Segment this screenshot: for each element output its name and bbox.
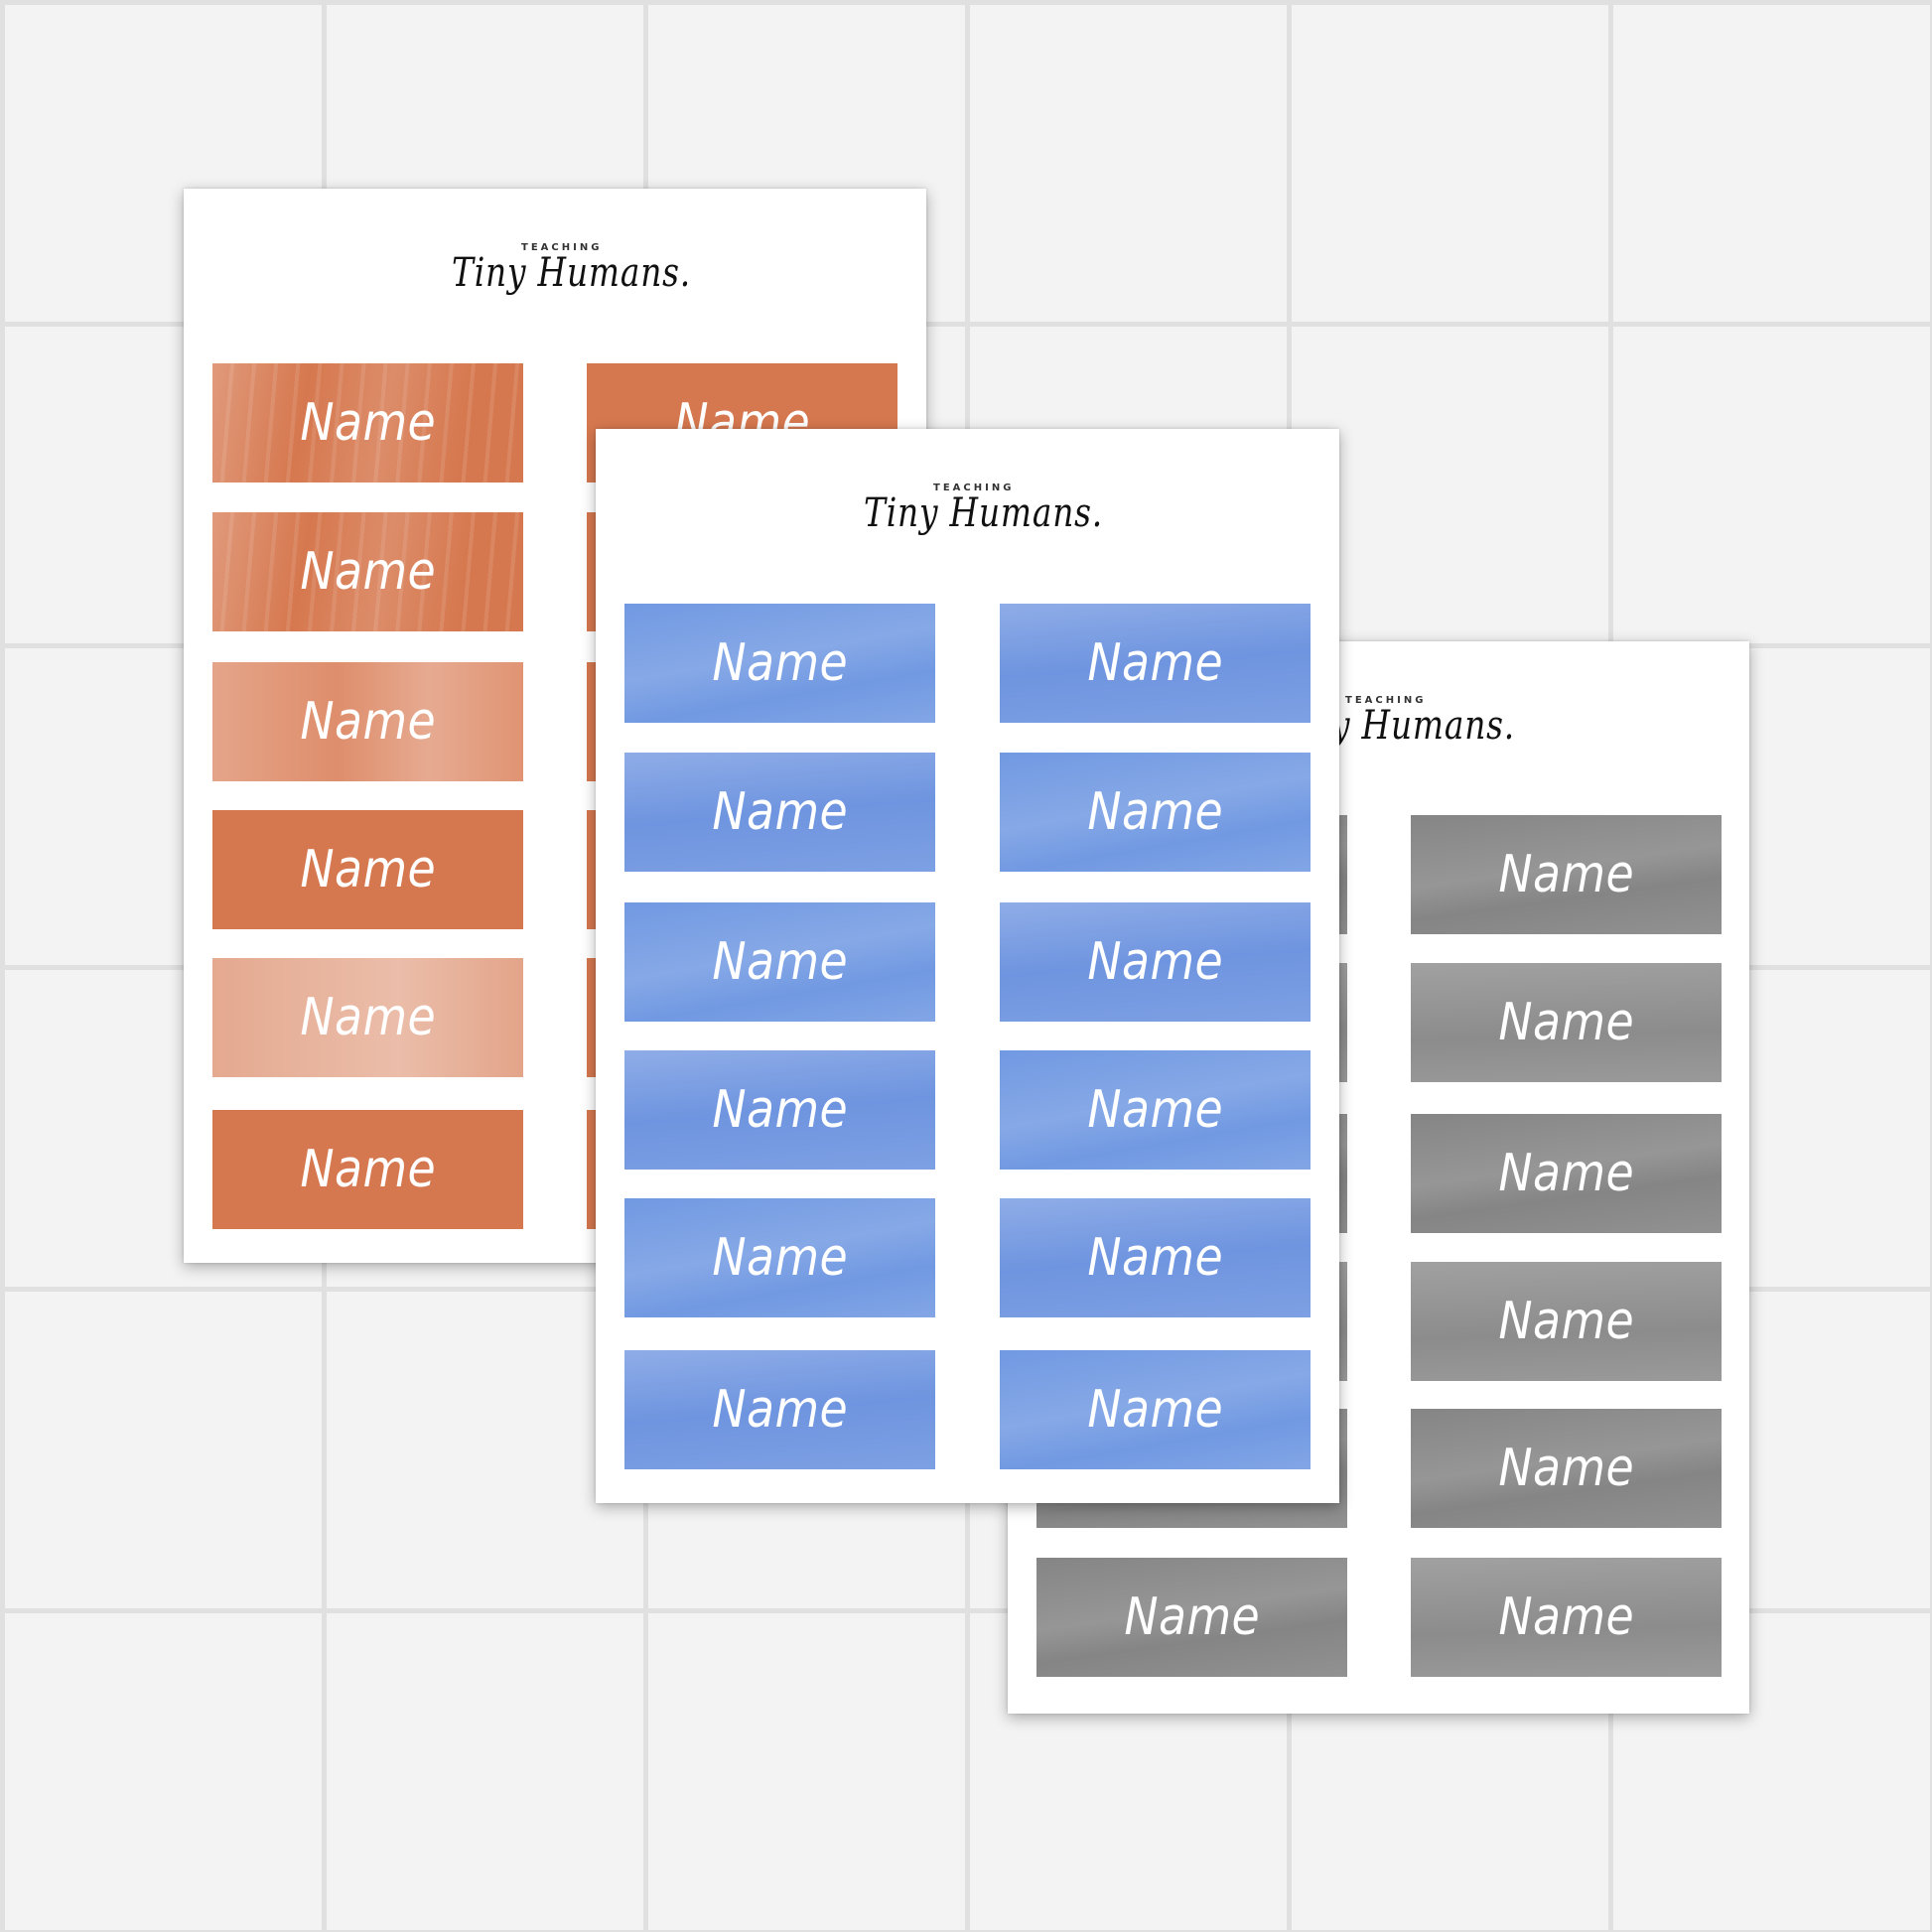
- name-label: Name: [624, 902, 935, 1022]
- teaching-tiny-humans-logo: TEACHING Tiny Humans.: [864, 483, 1102, 572]
- name-label-text: Name: [1087, 782, 1223, 842]
- name-label-text: Name: [1498, 1439, 1634, 1498]
- name-label: Name: [1000, 1050, 1311, 1170]
- name-label: Name: [212, 512, 523, 631]
- name-label-text: Name: [300, 1140, 436, 1199]
- name-label-text: Name: [1087, 932, 1223, 992]
- name-label-text: Name: [1498, 1587, 1634, 1647]
- name-label: Name: [212, 810, 523, 929]
- name-label: Name: [1036, 1558, 1347, 1677]
- name-label-text: Name: [1498, 845, 1634, 904]
- name-label: Name: [1000, 753, 1311, 872]
- name-label: Name: [624, 753, 935, 872]
- name-label-text: Name: [300, 393, 436, 453]
- name-label-text: Name: [1087, 1228, 1223, 1288]
- name-label: Name: [1411, 963, 1722, 1082]
- name-label: Name: [624, 1350, 935, 1469]
- name-label: Name: [624, 1198, 935, 1317]
- name-label: Name: [212, 662, 523, 781]
- logo-small-text: TEACHING: [521, 242, 603, 253]
- name-label: Name: [1411, 815, 1722, 934]
- name-label: Name: [1411, 1262, 1722, 1381]
- name-label-text: Name: [300, 542, 436, 602]
- name-label: Name: [1411, 1558, 1722, 1677]
- name-label: Name: [212, 1110, 523, 1229]
- name-label-text: Name: [712, 1080, 848, 1140]
- logo-small-text: TEACHING: [1345, 695, 1427, 706]
- name-label-text: Name: [712, 782, 848, 842]
- name-label-text: Name: [712, 633, 848, 693]
- teaching-tiny-humans-logo: TEACHING Tiny Humans.: [452, 242, 690, 332]
- logo-script-text: Tiny Humans.: [864, 490, 1104, 536]
- logo-small-text: TEACHING: [933, 483, 1015, 493]
- name-label: Name: [212, 363, 523, 483]
- name-label: Name: [1411, 1409, 1722, 1528]
- name-label-text: Name: [300, 840, 436, 899]
- name-label-text: Name: [1498, 1144, 1634, 1203]
- name-label: Name: [1411, 1114, 1722, 1233]
- name-label: Name: [1000, 1350, 1311, 1469]
- name-label: Name: [1000, 902, 1311, 1022]
- name-label: Name: [212, 958, 523, 1077]
- name-label-text: Name: [1124, 1587, 1260, 1647]
- blue-label-sheet: TEACHING Tiny Humans. Name Name Name Nam…: [596, 429, 1339, 1503]
- name-label-text: Name: [1498, 993, 1634, 1052]
- name-label-text: Name: [1087, 1380, 1223, 1440]
- name-label-text: Name: [712, 1380, 848, 1440]
- name-label-text: Name: [300, 988, 436, 1047]
- name-label-text: Name: [712, 1228, 848, 1288]
- name-label-text: Name: [712, 932, 848, 992]
- logo-script-text: Tiny Humans.: [452, 250, 692, 296]
- name-label: Name: [1000, 604, 1311, 723]
- name-label-text: Name: [1498, 1292, 1634, 1351]
- name-label: Name: [624, 1050, 935, 1170]
- name-label: Name: [1000, 1198, 1311, 1317]
- name-label-text: Name: [1087, 633, 1223, 693]
- name-label-text: Name: [300, 692, 436, 752]
- name-label-text: Name: [1087, 1080, 1223, 1140]
- name-label: Name: [624, 604, 935, 723]
